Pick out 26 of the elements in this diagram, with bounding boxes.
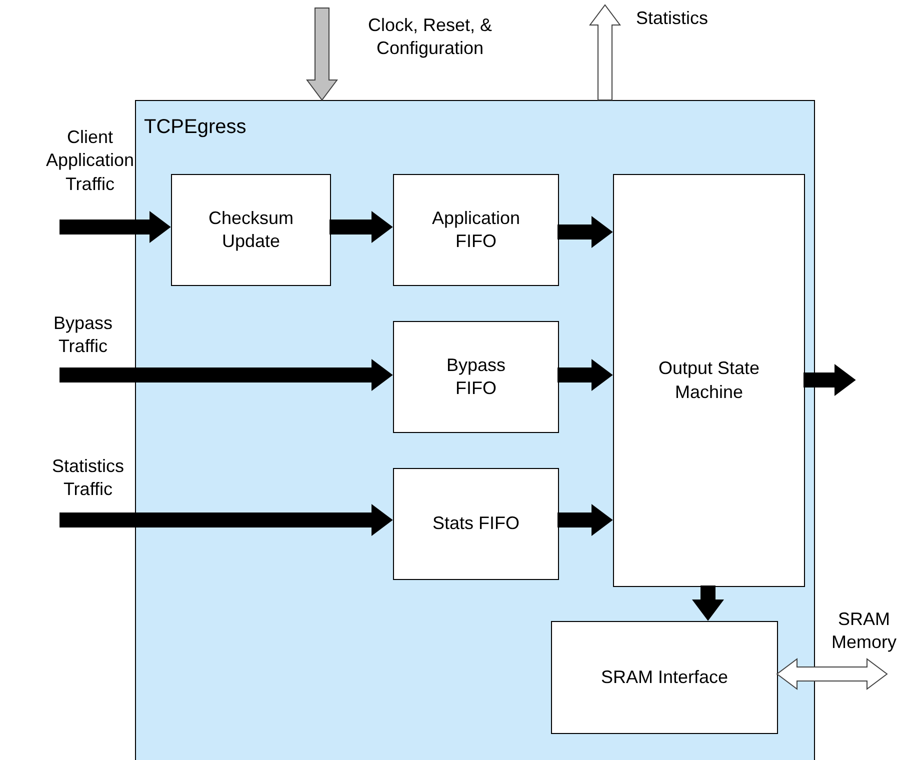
signal-label: Client Application Traffic bbox=[38, 130, 142, 192]
block-arrow bbox=[60, 211, 171, 243]
process-box: Application FIFO bbox=[393, 174, 559, 286]
signal-label: Statistics bbox=[622, 4, 722, 34]
block-arrow bbox=[60, 359, 393, 391]
block-arrow bbox=[692, 586, 724, 621]
process-box: SRAM Interface bbox=[551, 621, 778, 734]
block-arrow bbox=[589, 4, 621, 100]
block-arrow bbox=[306, 8, 338, 101]
signal-label: Bypass Traffic bbox=[38, 312, 128, 358]
module-box bbox=[135, 100, 815, 760]
process-box: Stats FIFO bbox=[393, 468, 559, 580]
block-arrow bbox=[558, 504, 613, 536]
module-title: TCPEgress bbox=[144, 115, 246, 139]
block-arrow bbox=[60, 504, 393, 536]
block-arrow bbox=[804, 364, 856, 396]
block-arrow bbox=[558, 216, 613, 248]
block-arrow bbox=[558, 359, 613, 391]
signal-label: Statistics Traffic bbox=[38, 455, 138, 501]
process-box: Bypass FIFO bbox=[393, 321, 559, 433]
process-box: Output State Machine bbox=[613, 174, 805, 587]
signal-label: Clock, Reset, & Configuration bbox=[335, 6, 525, 68]
block-arrow bbox=[330, 211, 393, 243]
block-arrow bbox=[776, 658, 888, 690]
process-box: Checksum Update bbox=[171, 174, 331, 286]
signal-label: SRAM Memory bbox=[822, 608, 906, 654]
